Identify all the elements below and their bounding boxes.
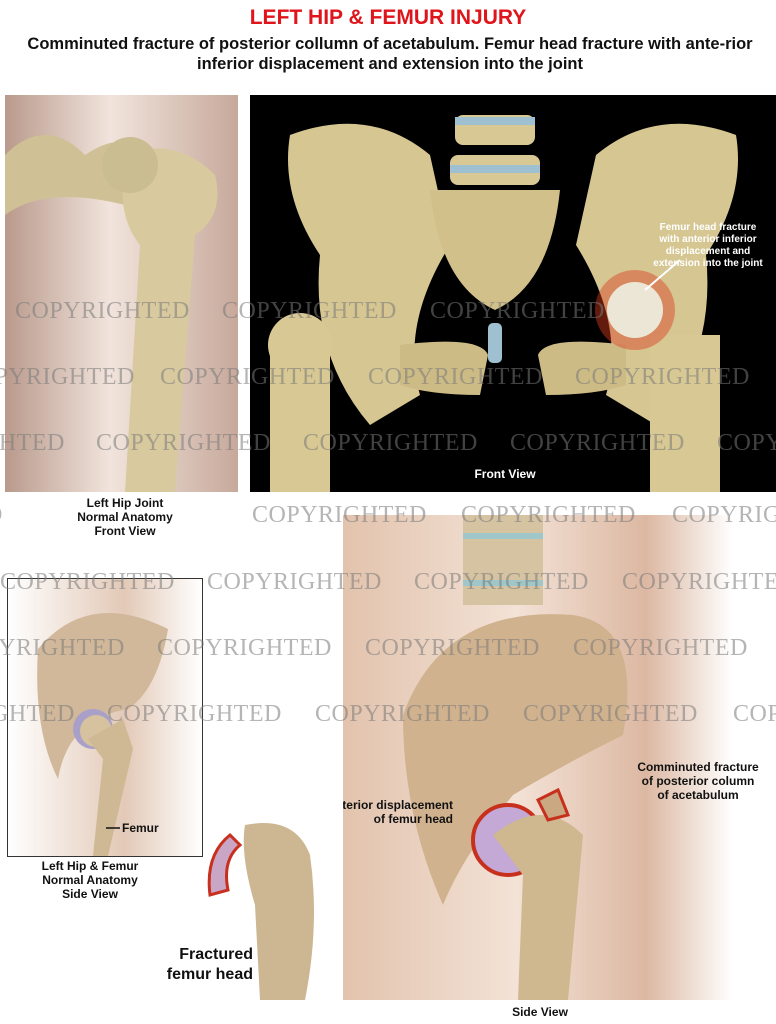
fractured-head-panel (200, 815, 325, 1000)
posterior-displacement-callout: Posterior displacement of femur head (343, 798, 453, 826)
caption-line: Side View (62, 887, 118, 901)
callout-line: Comminuted fracture (637, 760, 759, 774)
side-view-panel: Posterior displacement of femur head Com… (343, 515, 776, 1000)
callout-line: Posterior displacement (343, 798, 453, 812)
callout-line: displacement and (665, 246, 751, 257)
femur-front-illustration (5, 135, 218, 492)
front-view-panel: Femur head fracture with anterior inferi… (250, 95, 776, 492)
pelvis-front-illustration (268, 115, 738, 492)
front-view-caption: Front View (474, 467, 536, 481)
side-view-caption: Side View (512, 1005, 568, 1019)
caption-line: femur head (166, 966, 253, 983)
callout-line: of acetabulum (657, 788, 739, 802)
callout-line: Femur head fracture (659, 222, 757, 233)
page-subtitle: Comminuted fracture of posterior collumn… (27, 35, 753, 73)
callout-line: extension into the joint (653, 258, 763, 269)
normal-side-panel: Femur (7, 578, 203, 857)
normal-side-caption: Left Hip & Femur Normal Anatomy Side Vie… (20, 859, 160, 901)
fractured-head-caption: Fractured femur head (145, 945, 253, 985)
femur-head-fracture-callout: Femur head fracture with anterior inferi… (640, 222, 776, 270)
callout-line: with anterior inferior (659, 234, 757, 245)
watermark: COPYRIGHTED (0, 502, 3, 529)
caption-line: Front View (94, 524, 156, 538)
caption-line: Normal Anatomy (77, 510, 173, 524)
fractured-femur-head-illustration (207, 823, 314, 1000)
femur-label: Femur (122, 821, 159, 835)
callout-line: of femur head (373, 812, 453, 826)
caption-line: Left Hip & Femur (41, 859, 139, 873)
hip-side-illustration (37, 613, 168, 856)
comminuted-fracture-callout: Comminuted fracture of posterior column … (623, 760, 773, 802)
caption-line: Fractured (179, 946, 253, 963)
hip-side-fracture-illustration (403, 515, 628, 1000)
caption-line: Normal Anatomy (42, 873, 138, 887)
normal-front-caption: Left Hip Joint Normal Anatomy Front View (60, 496, 190, 538)
caption-line: Left Hip Joint (86, 496, 164, 510)
normal-front-panel (5, 95, 238, 492)
page-title: LEFT HIP & FEMUR INJURY (249, 6, 527, 29)
callout-line: of posterior column (641, 774, 755, 788)
